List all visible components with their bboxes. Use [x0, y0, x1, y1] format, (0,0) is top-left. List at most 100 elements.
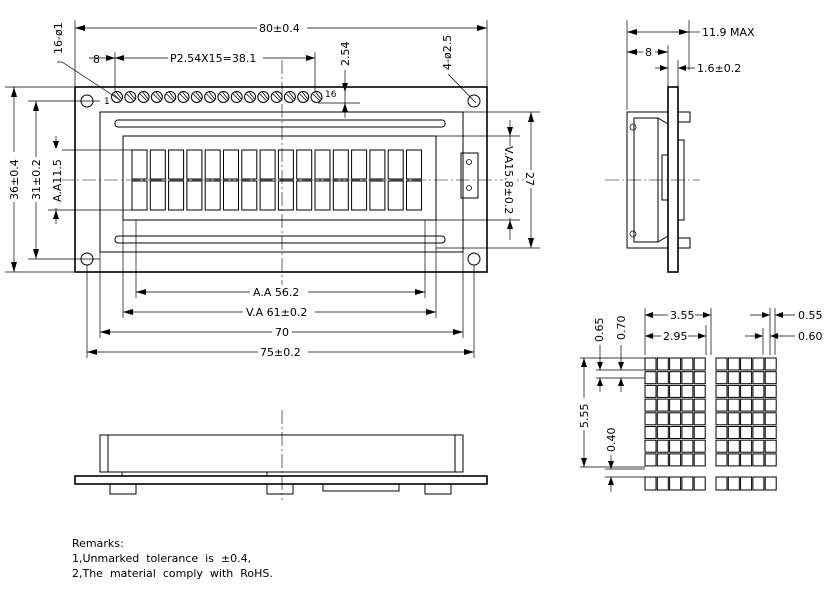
matrix-dot — [644, 398, 657, 412]
side-edge — [657, 117, 669, 125]
matrix-dot — [752, 453, 765, 467]
matrix-dot — [644, 453, 657, 467]
matrix-dot — [669, 398, 682, 412]
dim-va-height-label: V.A15.8±0.2 — [502, 146, 515, 214]
matrix-dot — [656, 453, 669, 467]
char-cell — [186, 149, 203, 180]
character-cells — [131, 149, 422, 211]
pin — [310, 91, 323, 103]
pin-hatch — [206, 93, 214, 102]
matrix-dot — [740, 426, 753, 439]
matrix-dot — [693, 384, 706, 398]
remarks-block: Remarks: 1,Unmarked tolerance is ±0.4, 2… — [72, 536, 273, 581]
pin-hatch — [275, 91, 282, 100]
pin — [190, 91, 203, 103]
bottom-pcb — [74, 475, 488, 485]
matrix-dot — [644, 357, 657, 371]
char-cell — [332, 149, 349, 180]
pin-hatch — [193, 93, 201, 102]
matrix-dot — [693, 412, 706, 426]
pin — [244, 91, 256, 103]
char-cell — [351, 149, 368, 180]
mount-hole-label: 4-ø2.5 — [441, 35, 454, 70]
pcb-outline — [74, 86, 488, 273]
pin-hatch — [288, 91, 295, 100]
char-cell — [168, 180, 185, 211]
matrix-dot — [656, 412, 669, 426]
front-view: 1 16 80±0.4 8 P2.54X15=38.1 16-ø1 2.54 — [5, 20, 540, 359]
dim-70-label: 70 — [275, 326, 289, 339]
dim-75-label: 75±0.2 — [260, 346, 301, 359]
matrix-dot — [740, 357, 753, 371]
char-cell — [296, 180, 313, 211]
pin — [164, 91, 177, 103]
matrix-dot — [752, 384, 765, 398]
char-cell — [204, 149, 221, 180]
matrix-dot — [669, 357, 682, 371]
pin-16-label: 16 — [325, 90, 337, 100]
pin-hatch — [312, 93, 321, 102]
side-hole-1 — [629, 123, 637, 131]
char-cell — [277, 149, 294, 180]
matrix-dot — [644, 412, 657, 426]
pin-hatch — [128, 91, 136, 100]
dim-dot-h2-label: 0.70 — [615, 316, 628, 341]
char-cell — [241, 180, 258, 211]
matrix-dot — [681, 357, 694, 371]
matrix-dot — [764, 426, 777, 439]
matrix-dot — [644, 371, 657, 385]
remarks-line-1: 1,Unmarked tolerance is ±0.4, — [72, 552, 252, 565]
matrix-dot — [740, 398, 753, 412]
pin-hatch — [301, 91, 309, 100]
char-cell — [387, 149, 404, 180]
pin — [150, 91, 163, 103]
cursor-dot — [656, 476, 669, 491]
pin — [137, 91, 150, 103]
char-cell — [314, 149, 331, 180]
cursor-dot — [727, 476, 740, 491]
pin-hatch — [195, 91, 202, 100]
matrix-dot — [669, 426, 682, 439]
bottom-chip — [322, 483, 400, 492]
char-cell — [168, 149, 185, 180]
dim-pitch-label: P2.54X15=38.1 — [170, 52, 256, 65]
pin — [177, 91, 190, 103]
matrix-dot — [740, 412, 753, 426]
char-cell — [351, 180, 368, 211]
pin-hatch — [261, 91, 269, 100]
dim-aa-width-label: A.A 56.2 — [253, 286, 299, 299]
cursor-dot — [681, 476, 694, 491]
pin-hatch — [179, 93, 188, 102]
matrix-dot — [681, 439, 694, 453]
matrix-dot — [693, 371, 706, 385]
cursor-dot — [740, 476, 753, 491]
matrix-dot — [727, 357, 740, 371]
matrix-dot — [727, 439, 740, 453]
dim-height-label: 36±0.4 — [8, 159, 21, 200]
matrix-dot — [752, 371, 765, 385]
matrix-dot — [656, 357, 669, 371]
pin-hatch — [153, 93, 161, 102]
pin-hatch — [115, 91, 122, 100]
pin-row — [111, 91, 323, 103]
pin-hatch — [219, 93, 228, 102]
side-edge — [657, 235, 669, 243]
pin-hatch — [235, 91, 242, 100]
pin-hatch — [232, 93, 241, 102]
pin-hatch — [182, 91, 189, 100]
bottom-bezel — [99, 434, 464, 473]
dim-dot-gap-label: 0.55 — [798, 309, 823, 322]
matrix-dot — [715, 426, 728, 439]
pin-hatch — [248, 91, 255, 100]
matrix-dot — [727, 398, 740, 412]
pin-hatch — [166, 93, 174, 102]
pin-hatch — [168, 91, 176, 100]
pin-hatch — [315, 91, 322, 100]
dim-char-h-label: 5.55 — [578, 404, 591, 429]
matrix-dot — [764, 412, 777, 426]
bezel-top-slot — [114, 119, 446, 128]
pin — [297, 91, 310, 103]
matrix-dot — [656, 371, 669, 385]
matrix-dot — [656, 398, 669, 412]
